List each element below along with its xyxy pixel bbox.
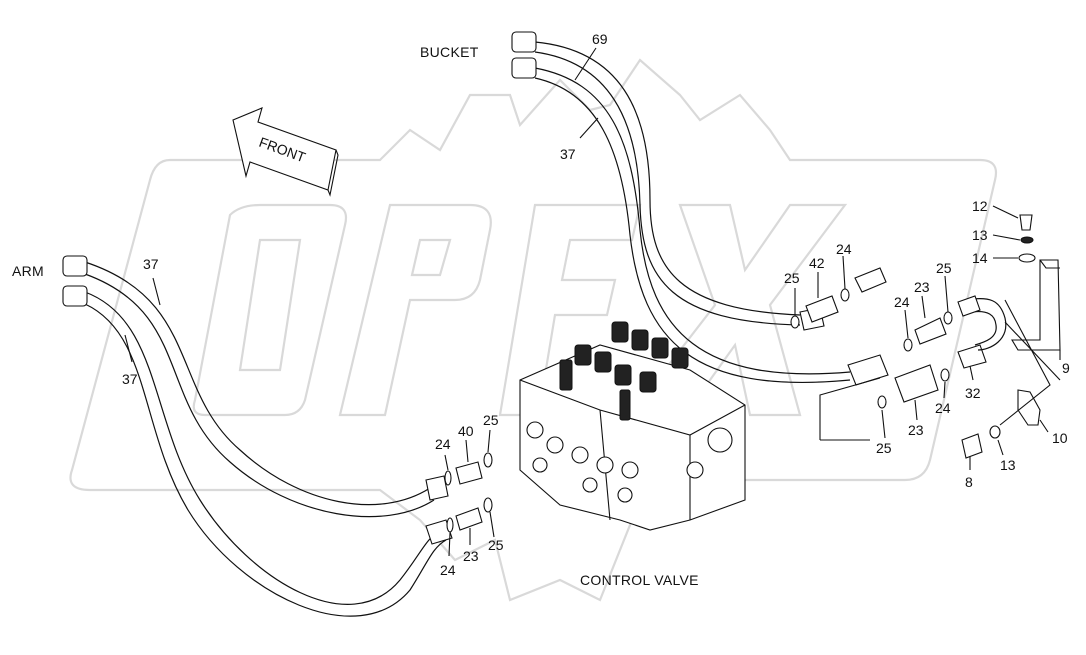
callout-25: 25	[483, 412, 499, 428]
valve-port	[526, 421, 733, 503]
callout-25: 25	[784, 270, 800, 286]
callout-24: 24	[440, 562, 456, 578]
callout-40: 40	[458, 423, 474, 439]
callout-12: 12	[972, 198, 988, 214]
callout-13: 13	[972, 227, 988, 243]
callout-24: 24	[435, 436, 451, 452]
callout-69: 69	[592, 31, 608, 47]
callout-8: 8	[965, 474, 973, 490]
callout-24: 24	[894, 294, 910, 310]
callout-42: 42	[809, 255, 825, 271]
callout-24: 24	[836, 241, 852, 257]
arm-hoses	[62, 255, 453, 617]
front-arrow-icon: FRONT	[232, 107, 339, 197]
callout-13: 13	[1000, 457, 1016, 473]
left-fittings	[444, 452, 493, 533]
callout-32: 32	[965, 385, 981, 401]
hose-end-fitting	[62, 255, 453, 545]
callout-10: 10	[1052, 430, 1068, 446]
callout-23: 23	[914, 279, 930, 295]
valve-spool-caps	[559, 321, 689, 421]
bucket-label: BUCKET	[420, 44, 479, 60]
leader-lines	[124, 47, 1061, 557]
hose-end-fitting	[511, 31, 537, 79]
callout-37: 37	[143, 256, 159, 272]
control-valve	[519, 321, 746, 531]
callout-25: 25	[876, 440, 892, 456]
callout-25: 25	[488, 537, 504, 553]
control-valve-label: CONTROL VALVE	[580, 572, 699, 588]
right-fittings	[790, 267, 1007, 409]
callout-14: 14	[972, 250, 988, 266]
callout-37: 37	[122, 371, 138, 387]
callout-24: 24	[935, 400, 951, 416]
callout-9: 9	[1062, 360, 1070, 376]
part-callouts: 69 37 37 37 24 40 25 23 25 24 25 42 24 2…	[122, 31, 1070, 578]
bracket-hardware	[961, 214, 1061, 459]
watermark	[69, 58, 998, 602]
callout-25: 25	[936, 260, 952, 276]
callout-37: 37	[560, 146, 576, 162]
callout-23: 23	[463, 548, 479, 564]
arm-label: ARM	[12, 263, 44, 279]
callout-23: 23	[908, 422, 924, 438]
bucket-hoses	[511, 31, 889, 386]
